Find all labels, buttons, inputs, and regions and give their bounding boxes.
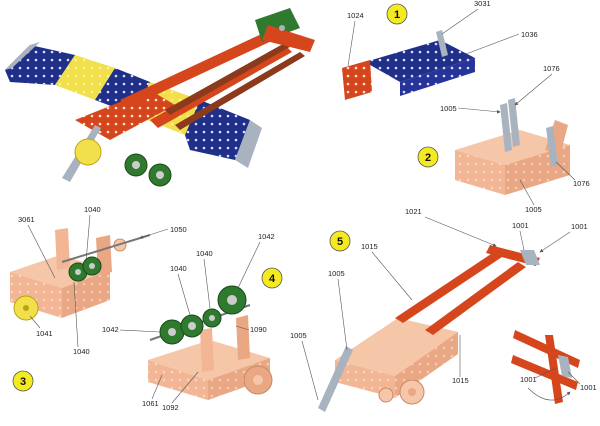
part-label: 1076 bbox=[543, 64, 560, 73]
part-label: 1040 bbox=[84, 205, 101, 214]
airplane-model bbox=[5, 8, 315, 187]
part-label: 1001 bbox=[580, 383, 597, 392]
yellow-wheel bbox=[74, 138, 102, 166]
steel-strip-left bbox=[500, 103, 512, 152]
step-1-group: 1 1024 3031 1036 bbox=[342, 0, 538, 100]
part-label: 1024 bbox=[347, 11, 364, 20]
part-label: 1092 bbox=[162, 403, 179, 412]
part-label: 1042 bbox=[102, 325, 119, 334]
part-label: 1001 bbox=[520, 375, 537, 384]
part-label: 1021 bbox=[405, 207, 422, 216]
part-label: 1005 bbox=[328, 269, 345, 278]
part-label: 1040 bbox=[73, 347, 90, 356]
steel-strip-right bbox=[546, 126, 558, 167]
part-label: 1090 bbox=[250, 325, 267, 334]
detail-red-strip-b bbox=[511, 355, 578, 390]
part-label: 1040 bbox=[170, 264, 187, 273]
part-label: 1005 bbox=[290, 331, 307, 340]
red-strip-long-1 bbox=[395, 248, 508, 323]
step-1-badge bbox=[386, 3, 408, 25]
part-label: 1042 bbox=[258, 232, 275, 241]
step-5-number: 5 bbox=[337, 236, 343, 248]
step-5-group: 5 1021 1001 1001 1015 1005 1005 1015 bbox=[290, 207, 597, 412]
red-strip-long-2 bbox=[425, 262, 526, 335]
step-4-group: 4 1040 1040 1042 1042 1090 1061 1092 bbox=[102, 232, 283, 412]
step-3-badge bbox=[12, 370, 34, 392]
step-4-badge bbox=[261, 267, 283, 289]
part-label: 1015 bbox=[452, 376, 469, 385]
part-label: 3061 bbox=[18, 215, 35, 224]
step-1-number: 1 bbox=[394, 9, 400, 21]
part-label: 1001 bbox=[571, 222, 588, 231]
part-label: 1001 bbox=[512, 221, 529, 230]
part-label: 1061 bbox=[142, 399, 159, 408]
part-label: 1005 bbox=[525, 205, 542, 214]
step-2-number: 2 bbox=[425, 152, 431, 164]
tail-boom-1 bbox=[120, 30, 278, 108]
step-2-group: 2 1005 1076 1076 1005 bbox=[417, 64, 590, 214]
salmon-base bbox=[455, 130, 570, 165]
part-label: 1041 bbox=[36, 329, 53, 338]
part-label: 1050 bbox=[170, 225, 187, 234]
part-label: 1015 bbox=[361, 242, 378, 251]
part-label: 3031 bbox=[474, 0, 491, 8]
salmon-chassis-5 bbox=[335, 318, 458, 376]
step-3-number: 3 bbox=[20, 376, 26, 388]
part-label: 1005 bbox=[440, 104, 457, 113]
part-label: 1036 bbox=[521, 30, 538, 39]
step-4-number: 4 bbox=[269, 273, 276, 285]
step-5-badge bbox=[329, 230, 351, 252]
step-2-badge bbox=[417, 146, 439, 168]
step-3-group: 3 3061 1040 1050 1041 1040 bbox=[10, 205, 187, 392]
steel-angle bbox=[436, 30, 448, 57]
part-label: 1040 bbox=[196, 249, 213, 258]
part-label: 1076 bbox=[573, 179, 590, 188]
steel-strip-5 bbox=[318, 346, 353, 412]
